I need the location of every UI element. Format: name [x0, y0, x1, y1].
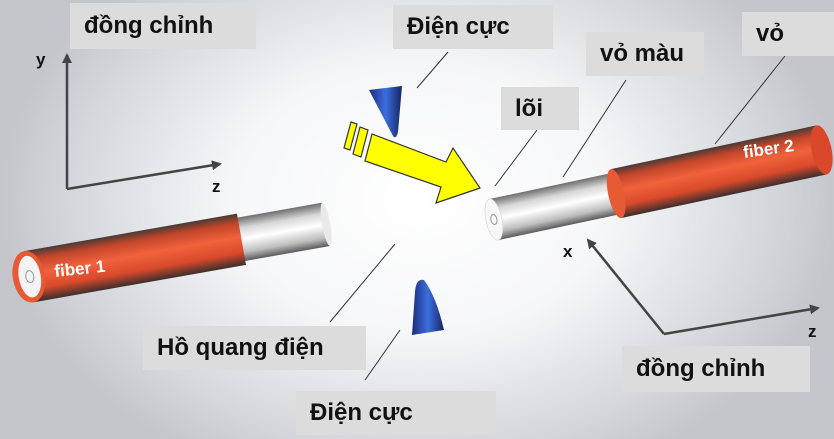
z-axis-arrow-left [66, 160, 222, 191]
arrow-body [364, 133, 481, 204]
label-electrode-bottom: Điện cực [296, 391, 496, 435]
leader-electrode-bottom [364, 329, 401, 381]
heat-arrow [343, 121, 481, 204]
fiber-2-jacket-end [606, 169, 626, 219]
fiber-2-jacket [610, 125, 827, 219]
y-axis-label: y [36, 50, 46, 69]
fiber-2-cladding [489, 169, 636, 241]
leader-cladding [562, 79, 627, 178]
fiber-2-core [490, 214, 498, 225]
label-core: lõi [501, 87, 579, 130]
electrode-top [369, 86, 402, 138]
z-axis-label-left: z [212, 177, 221, 196]
fiber-1-cladding-face [18, 255, 42, 298]
fiber-2-jacket-far-end [810, 125, 833, 175]
leader-jacket [714, 55, 786, 145]
fiber-2 [484, 125, 833, 241]
leader-core [494, 129, 538, 187]
label-cladding: vỏ màu [586, 32, 704, 76]
z-axis-arrow-right [663, 304, 820, 336]
arrow-dash-2 [352, 126, 369, 158]
label-alignment-bottom: đồng chỉnh [622, 346, 810, 392]
fiber-1-core [25, 270, 35, 284]
right-axes [586, 238, 820, 336]
fiber-2-cladding-face [484, 198, 504, 241]
label-arc: Hồ quang điện [143, 326, 366, 370]
arrow-dash-1 [343, 121, 358, 151]
label-jacket: vỏ [742, 12, 834, 56]
left-axes [62, 53, 222, 191]
fiber-1-cladding-end [320, 202, 332, 247]
leader-electrode-top [416, 51, 449, 89]
leader-arc [329, 243, 396, 323]
x-axis-arrow [586, 238, 665, 335]
x-axis-label: x [563, 242, 573, 261]
label-electrode-top: Điện cực [393, 5, 553, 49]
leader-lines [329, 51, 786, 381]
fiber-1 [12, 202, 332, 303]
electrode-bottom [412, 279, 444, 335]
label-alignment-top: đồng chỉnh [70, 3, 256, 49]
fiber-1-jacket [24, 213, 247, 303]
z-axis-label-right: z [808, 322, 817, 341]
